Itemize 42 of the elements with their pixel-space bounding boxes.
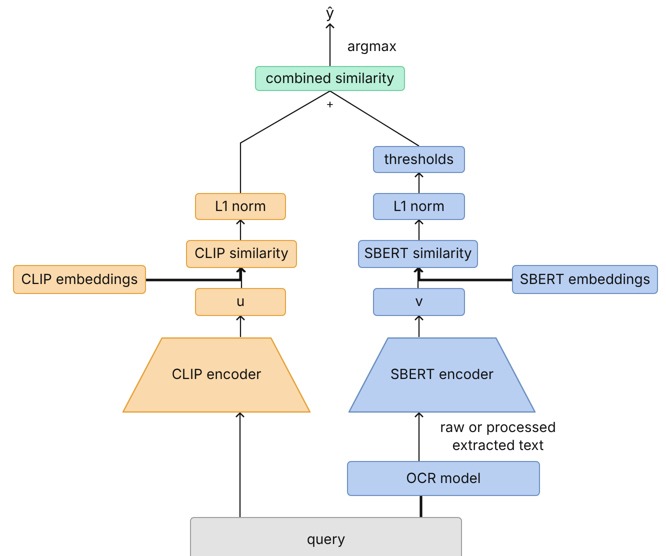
encoder-trapezoid [348,337,536,413]
node-label: L1 norm [393,198,445,216]
input-box [190,517,462,556]
node-label: CLIP embeddings [21,270,138,288]
process-box [255,66,405,91]
arrow [413,267,423,288]
arrow [325,23,335,66]
encoder-trapezoid [122,337,311,413]
arrow [236,219,246,240]
process-box [195,193,286,220]
process-box [373,193,465,220]
arrow [414,267,512,282]
arrow [146,267,246,282]
arrow [236,315,246,337]
process-box [512,265,658,294]
process-box [13,265,146,294]
process-box [186,240,297,268]
node-label: combined similarity [266,70,394,88]
process-box [195,288,286,316]
node-label: SBERT encoder [390,366,494,384]
node-label: ŷ [326,4,334,22]
arrow [414,172,424,193]
arrow [235,412,245,517]
arrow [414,412,424,461]
node-label: CLIP similarity [194,245,289,263]
arrow [414,315,424,337]
process-box [347,461,540,496]
process-box [358,240,478,268]
node-label: v [415,293,423,311]
node-label: thresholds [384,150,454,168]
node-label: SBERT embeddings [520,270,650,288]
node-label: query [306,530,346,548]
node-label: L1 norm [214,198,266,216]
node-label: SBERT similarity [364,245,472,263]
process-box [373,288,465,316]
node-label: u [236,293,245,311]
node-label: CLIP encoder [172,366,262,384]
operator-label: + [326,98,334,110]
node-label: OCR model [406,470,481,488]
process-box [373,146,465,173]
arrow [414,219,424,240]
arrow [236,267,246,288]
